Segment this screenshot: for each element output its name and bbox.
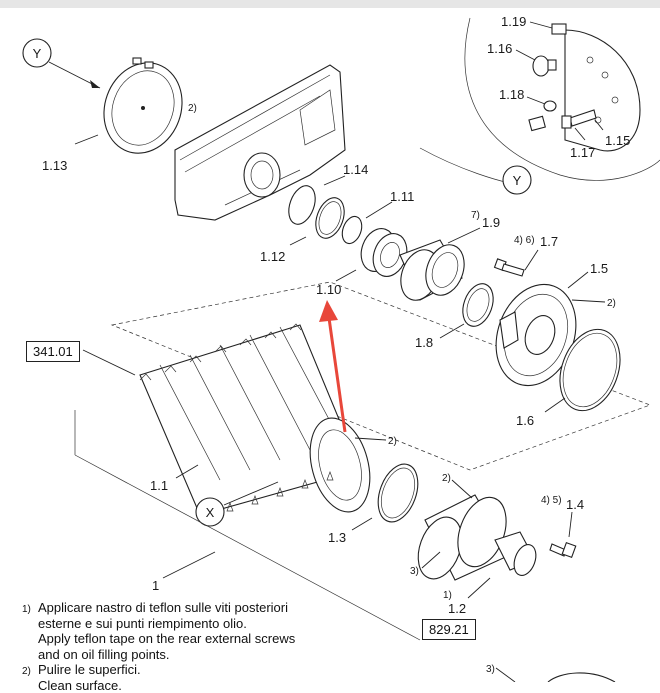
washer-1-18 xyxy=(544,101,556,111)
note-number: 2) xyxy=(22,662,38,693)
label-1-2: 1.2 xyxy=(448,601,466,616)
leader-1-6 xyxy=(545,398,565,412)
label-1-16: 1.16 xyxy=(487,41,512,56)
note-line: Clean surface. xyxy=(38,678,141,693)
note-2: 2) Pulire le superfici. Clean surface. xyxy=(22,662,442,693)
note-line: Apply teflon tape on the rear external s… xyxy=(38,631,295,647)
leader-1-18 xyxy=(527,97,545,104)
note-1-motor: 1) xyxy=(443,590,452,601)
bolt-1-4 xyxy=(550,543,576,558)
label-1-15: 1.15 xyxy=(605,133,630,148)
leader-1-12 xyxy=(290,237,306,245)
fitting-1-19 xyxy=(552,24,566,34)
note-7: 7) xyxy=(471,210,480,221)
partial-part-bottom xyxy=(548,673,615,682)
leader-note-2-hub xyxy=(572,300,605,302)
leader-1 xyxy=(163,552,215,578)
leader-1-16 xyxy=(516,50,535,60)
seal-1-14 xyxy=(284,182,320,228)
label-1: 1 xyxy=(152,578,159,593)
label-1-14: 1.14 xyxy=(343,162,368,177)
label-1-8: 1.8 xyxy=(415,335,433,350)
callout-y-label: Y xyxy=(33,46,42,61)
label-1-4: 1.4 xyxy=(566,497,584,512)
leader-1-2 xyxy=(468,578,490,598)
note-number: 1) xyxy=(22,600,38,662)
leader-1-5 xyxy=(568,272,588,288)
label-1-10: 1.10 xyxy=(316,282,341,297)
label-1-9: 1.9 xyxy=(482,215,500,230)
leader-1-14 xyxy=(324,176,345,185)
gearmotor-1-2 xyxy=(410,491,540,585)
label-1-19: 1.19 xyxy=(501,14,526,29)
note-line: Pulire le superfici. xyxy=(38,662,141,678)
note-2-drum: 2) xyxy=(388,436,397,447)
leader-1-4 xyxy=(569,512,572,537)
label-1-13: 1.13 xyxy=(42,158,67,173)
note-4-5: 4) 5) xyxy=(541,495,562,506)
label-1-11: 1.11 xyxy=(390,189,414,204)
ref-box-341-01: 341.01 xyxy=(26,341,80,362)
seal-1-8 xyxy=(457,280,498,331)
leader-1-8 xyxy=(440,324,464,338)
label-1-18: 1.18 xyxy=(499,87,524,102)
frame-housing xyxy=(175,65,345,220)
oring-1-3 xyxy=(371,459,425,528)
label-1-1: 1.1 xyxy=(150,478,168,493)
leader-1-19 xyxy=(530,22,552,28)
leader-1-9 xyxy=(448,228,480,243)
leader-1-3 xyxy=(352,518,372,530)
fitting-1-16 xyxy=(533,56,556,76)
note-line: and on oil filling points. xyxy=(38,647,295,663)
arrowhead-icon xyxy=(90,80,100,88)
leader-note-2-motor xyxy=(452,480,472,498)
label-1-3: 1.3 xyxy=(328,530,346,545)
bolt-1-7 xyxy=(495,259,524,276)
note-2-hub: 2) xyxy=(607,298,616,309)
note-3-bottom: 3) xyxy=(486,664,495,675)
label-1-7: 1.7 xyxy=(540,234,558,249)
note-1: 1) Applicare nastro di teflon sulle viti… xyxy=(22,600,442,662)
label-1-12: 1.12 xyxy=(260,249,285,264)
note-2-plate: 2) xyxy=(188,103,197,114)
label-1-5: 1.5 xyxy=(590,261,608,276)
highlight-arrowhead-icon xyxy=(319,300,338,322)
leader-note-3-bottom xyxy=(496,668,515,682)
note-line: esterne e sui punti riempimento olio. xyxy=(38,616,295,632)
label-1-17: 1.17 xyxy=(570,145,595,160)
leader-341-01 xyxy=(83,350,135,375)
note-2-motor: 2) xyxy=(442,473,451,484)
notes-block: 1) Applicare nastro di teflon sulle viti… xyxy=(22,600,442,693)
leader-1-7 xyxy=(525,250,538,270)
note-4-6: 4) 6) xyxy=(514,235,535,246)
plug-1-17 xyxy=(529,116,545,130)
note-3-motor: 3) xyxy=(410,566,419,577)
label-1-6: 1.6 xyxy=(516,413,534,428)
callout-y-detail-label: Y xyxy=(513,173,522,188)
leader-1-10 xyxy=(336,270,356,281)
note-line: Applicare nastro di teflon sulle viti po… xyxy=(38,600,295,616)
callout-x-label: X xyxy=(206,505,215,520)
leader-1-11 xyxy=(366,202,392,218)
leader-1-13 xyxy=(75,135,98,144)
